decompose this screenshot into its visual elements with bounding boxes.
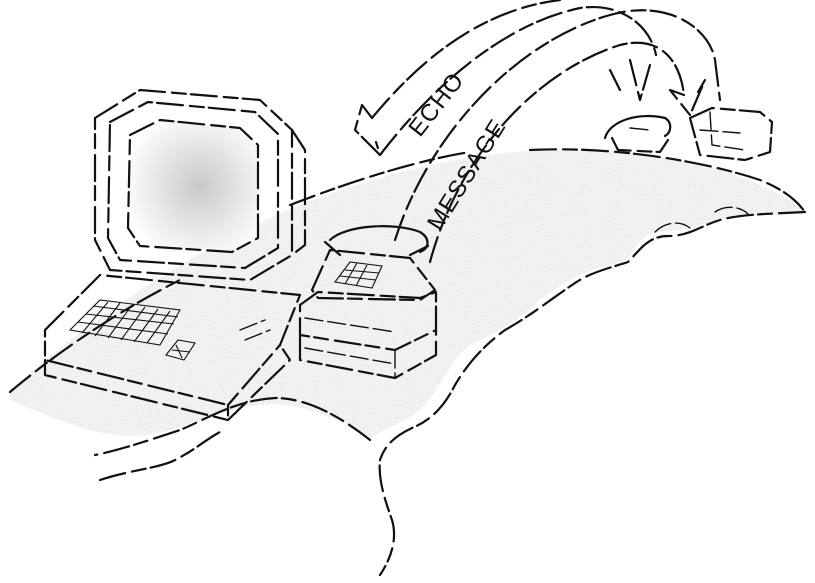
monitor-screen [128, 120, 258, 252]
remote-telephone-icon [605, 116, 670, 152]
echo-label: ECHO [403, 67, 469, 141]
remote-computer-icon [690, 108, 772, 160]
monitor-icon [95, 90, 305, 280]
